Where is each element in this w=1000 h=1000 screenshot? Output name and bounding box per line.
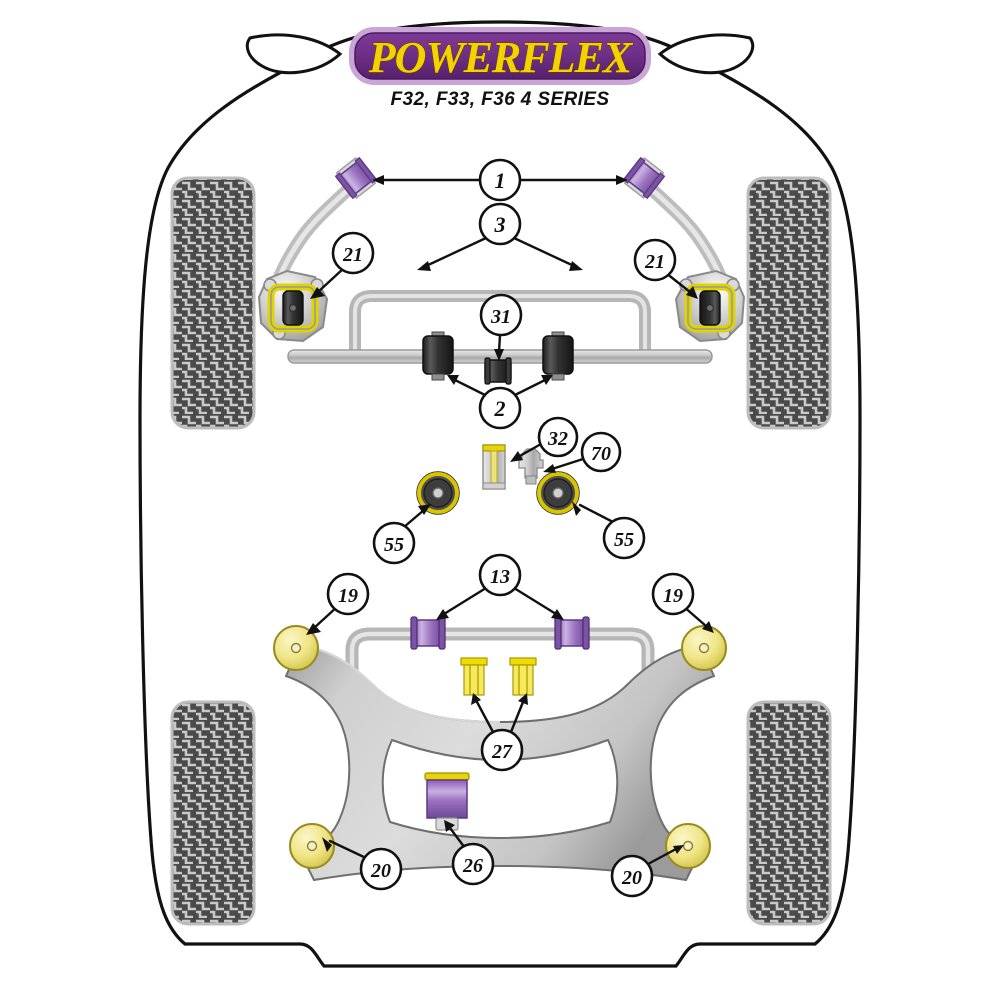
rear-diff-mount-left xyxy=(460,657,488,696)
wheel-front-left xyxy=(170,176,256,430)
front-subframe-mount-right xyxy=(536,471,580,515)
callout-55-right[interactable]: 55 xyxy=(602,516,646,560)
rear-subframe-bush-rear-right xyxy=(665,823,711,869)
wheels xyxy=(170,176,832,926)
callout-3[interactable]: 3 xyxy=(478,202,522,246)
callout-27[interactable]: 27 xyxy=(480,728,524,772)
callout-31-label: 31 xyxy=(490,306,511,328)
callout-55-left[interactable]: 55 xyxy=(372,521,416,565)
callout-32[interactable]: 32 xyxy=(537,416,579,458)
callout-20-right-label: 20 xyxy=(621,867,642,889)
callout-26[interactable]: 26 xyxy=(451,842,495,886)
callout-20-right[interactable]: 20 xyxy=(610,854,654,898)
callout-26-label: 26 xyxy=(462,855,483,877)
rear-diff-mount-right xyxy=(509,657,537,696)
callout-70[interactable]: 70 xyxy=(580,431,622,473)
callout-55-left-label: 55 xyxy=(384,534,404,556)
callout-arrows xyxy=(306,175,714,866)
callout-1[interactable]: 1 xyxy=(478,158,522,202)
callout-21-right[interactable]: 21 xyxy=(633,238,677,282)
wheel-rear-right xyxy=(746,700,832,926)
logo-text: POWERFLEX xyxy=(368,33,634,82)
callout-19-right-label: 19 xyxy=(663,585,683,607)
callout-55-right-label: 55 xyxy=(614,529,634,551)
front-wishbone-left xyxy=(269,179,359,293)
callout-3-label: 3 xyxy=(494,212,506,237)
model-subtitle: F32, F33, F36 4 SERIES xyxy=(391,89,610,110)
wheel-front-right xyxy=(746,176,832,430)
callout-2-label: 2 xyxy=(494,396,506,421)
rear-arb-bush-left xyxy=(410,616,446,650)
callout-1-label: 1 xyxy=(495,168,506,193)
gearstick-bush xyxy=(482,444,506,490)
callout-70-label: 70 xyxy=(591,443,611,465)
wheel-rear-left xyxy=(170,700,256,926)
logo-plate xyxy=(354,32,646,80)
callout-13[interactable]: 13 xyxy=(478,553,522,597)
strut-top-mount-left xyxy=(257,269,329,343)
callout-21-left-label: 21 xyxy=(342,244,363,266)
rear-diff-rear-mount-bush xyxy=(424,772,470,831)
rear-arb-bush-right xyxy=(554,616,590,650)
callout-2[interactable]: 2 xyxy=(478,386,522,430)
strut-top-mount-right xyxy=(674,269,746,343)
gear-lever-knuckle-bush xyxy=(518,448,544,485)
callout-27-label: 27 xyxy=(491,741,513,763)
car-body-outline xyxy=(138,20,862,968)
rear-subframe-bush-rear-left xyxy=(289,823,335,869)
callout-13-label: 13 xyxy=(490,566,510,588)
front-arb-link-bush xyxy=(484,357,512,385)
front-wishbone-bush-right xyxy=(622,156,666,200)
rear-subframe-bush-front-left xyxy=(273,625,319,671)
rear-anti-roll-bar xyxy=(345,627,655,693)
callout-32-label: 32 xyxy=(547,428,568,450)
callout-19-left[interactable]: 19 xyxy=(326,572,370,616)
callout-19-left-label: 19 xyxy=(338,585,358,607)
callout-20-left-label: 20 xyxy=(370,860,391,882)
callout-31[interactable]: 31 xyxy=(479,293,523,337)
callout-bubbles: 1 3 21 21 31 2 32 70 xyxy=(326,158,695,898)
mirror-right xyxy=(657,33,755,75)
mirror-left xyxy=(245,33,343,75)
callout-20-left[interactable]: 20 xyxy=(359,847,403,891)
front-wishbone-bush-left xyxy=(334,156,378,200)
callout-19-right[interactable]: 19 xyxy=(651,572,695,616)
rear-subframe-bush-front-right xyxy=(681,625,727,671)
logo-outer-glow xyxy=(349,27,651,85)
callout-21-left[interactable]: 21 xyxy=(331,231,375,275)
front-subframe-mount-left xyxy=(416,471,460,515)
callout-21-right-label: 21 xyxy=(644,251,665,273)
powerflex-logo: POWERFLEX xyxy=(349,27,651,85)
front-arb-mount-bush-left xyxy=(422,331,454,381)
front-arb-mount-bush-right xyxy=(542,331,574,381)
